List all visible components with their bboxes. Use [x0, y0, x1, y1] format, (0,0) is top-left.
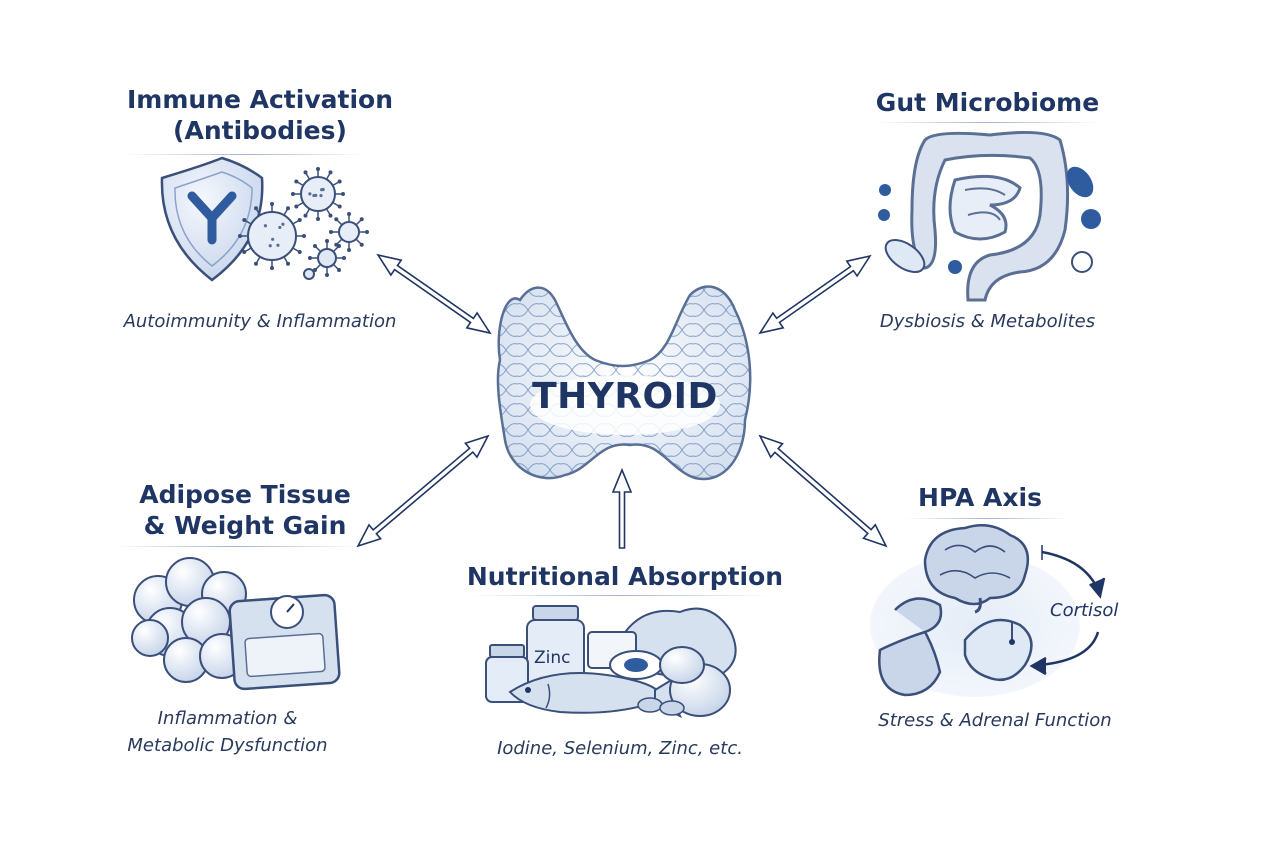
gut-caption: Dysbiosis & Metabolites: [855, 308, 1120, 335]
nutrition-caption: Iodine, Selenium, Zinc, etc.: [465, 735, 775, 762]
adipose-title: Adipose Tissue & Weight Gain: [95, 479, 395, 541]
immune-title-line1: Immune Activation: [110, 84, 410, 115]
hpa-divider: [905, 518, 1070, 519]
egg-icon: [610, 651, 662, 679]
arrow-nutrition-thyroid: [613, 470, 631, 548]
gut-divider: [875, 122, 1100, 123]
adipose-title-line1: Adipose Tissue: [95, 479, 395, 510]
thyroid-label: THYROID: [520, 376, 730, 417]
hpa-title: HPA Axis: [880, 482, 1080, 513]
immune-divider: [125, 154, 365, 155]
arrow-hpa-thyroid: [760, 436, 886, 546]
nutrition-title: Nutritional Absorption: [455, 561, 795, 592]
virus-particle: [291, 167, 345, 221]
intestine-icon: [912, 132, 1068, 300]
arrow-gut-thyroid: [760, 256, 870, 333]
immune-caption: Autoimmunity & Inflammation: [105, 308, 415, 335]
adipose-caption: Inflammation & Metabolic Dysfunction: [95, 705, 360, 759]
immune-title-line2: (Antibodies): [110, 115, 410, 146]
cortisol-label: Cortisol: [1050, 600, 1118, 621]
adipose-caption-line2: Metabolic Dysfunction: [95, 732, 360, 759]
adipose-caption-line1: Inflammation &: [95, 705, 360, 732]
gut-title: Gut Microbiome: [855, 87, 1120, 118]
hpa-caption: Stress & Adrenal Function: [845, 707, 1145, 734]
nutrition-divider: [470, 595, 770, 596]
adipose-title-line2: & Weight Gain: [95, 510, 395, 541]
virus-particle: [329, 212, 369, 252]
immune-title: Immune Activation (Antibodies): [110, 84, 410, 146]
adipose-divider: [110, 546, 360, 547]
zinc-jar-label: Zinc: [534, 648, 571, 668]
fat-cells-icon: [132, 558, 246, 682]
fat-cell: [132, 620, 168, 656]
scale-icon: [229, 594, 340, 689]
virus-particle: [304, 269, 314, 279]
